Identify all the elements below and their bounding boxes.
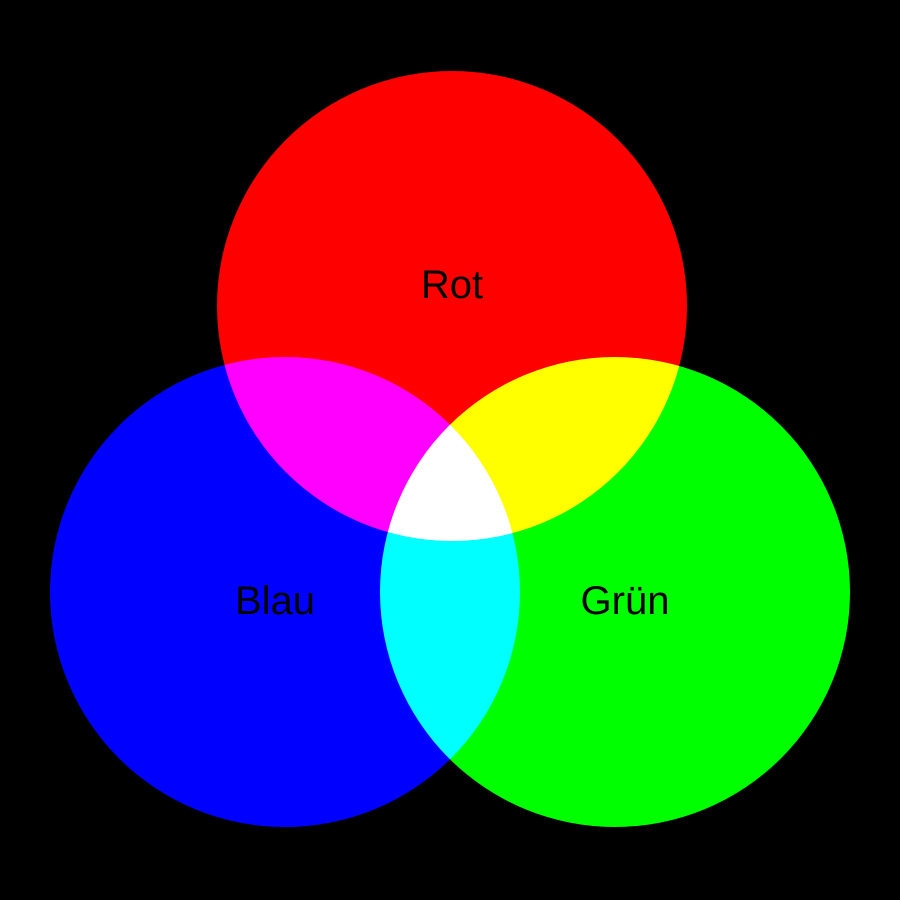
blue-circle	[50, 357, 520, 827]
blue-label: Blau	[235, 579, 315, 623]
red-label: Rot	[421, 263, 483, 307]
green-label: Grün	[581, 579, 670, 623]
color-circles	[50, 71, 850, 827]
green-circle	[380, 357, 850, 827]
